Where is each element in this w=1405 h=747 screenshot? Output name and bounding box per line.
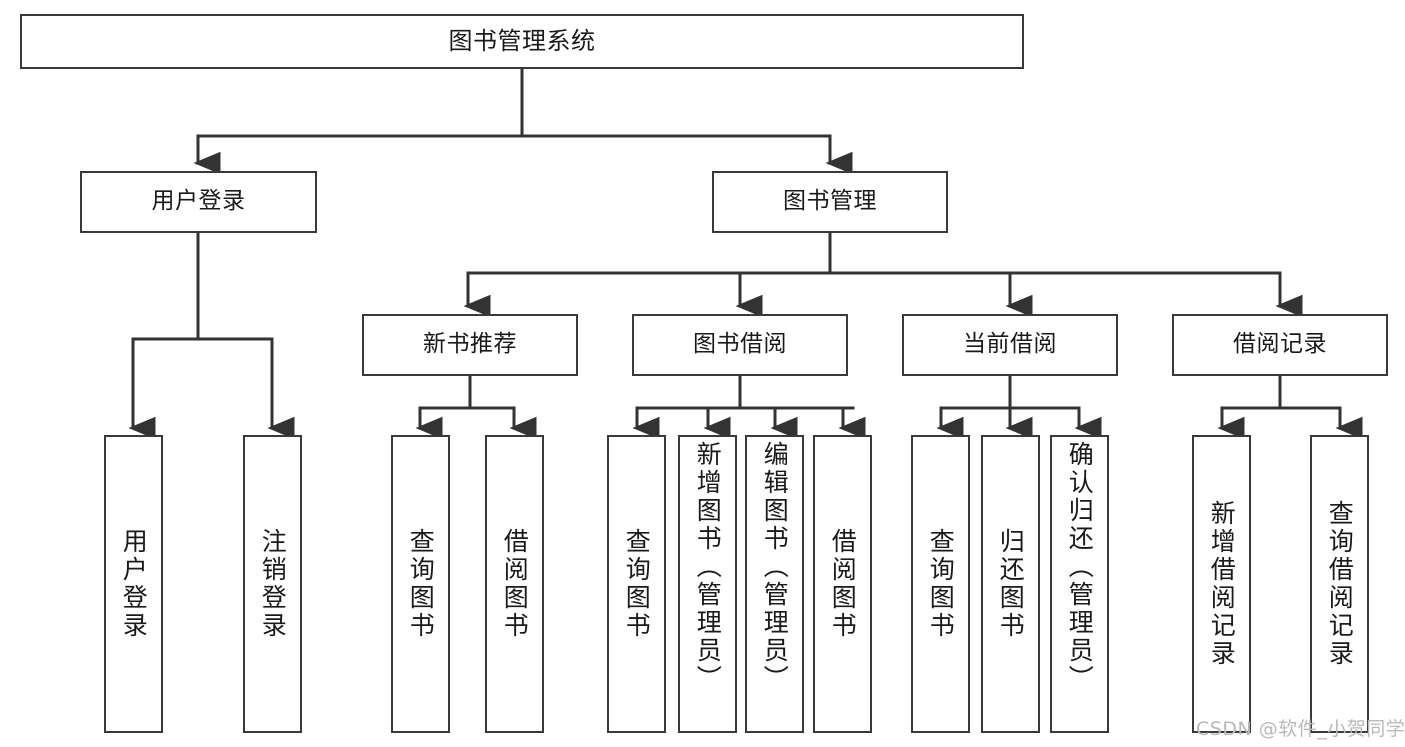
leaf-edit-book-label: 编辑图书（管理员）: [760, 441, 790, 693]
leaf-confirm-return[interactable]: 确认归还（管理员）: [1050, 435, 1109, 733]
node-current-borrow-label: 当前借阅: [963, 331, 1057, 358]
node-book-management-label: 图书管理: [783, 188, 877, 215]
leaf-logout-login[interactable]: 注销登录: [243, 435, 302, 733]
leaf-add-book[interactable]: 新增图书（管理员）: [678, 435, 737, 733]
node-user-login[interactable]: 用户登录: [80, 171, 317, 233]
leaf-confirm-return-label: 确认归还（管理员）: [1065, 441, 1095, 693]
node-borrow-record[interactable]: 借阅记录: [1172, 314, 1388, 376]
leaf-query-book-1[interactable]: 查询图书: [391, 435, 450, 733]
node-book-borrow-label: 图书借阅: [693, 331, 787, 358]
leaf-query-book-2-label: 查询图书: [622, 528, 652, 640]
node-root[interactable]: 图书管理系统: [20, 14, 1024, 69]
leaf-borrow-book-2[interactable]: 借阅图书: [813, 435, 872, 733]
node-current-borrow[interactable]: 当前借阅: [902, 314, 1118, 376]
leaf-edit-book[interactable]: 编辑图书（管理员）: [745, 435, 804, 733]
leaf-user-login[interactable]: 用户登录: [104, 435, 163, 733]
leaf-return-book-label: 归还图书: [996, 528, 1026, 640]
node-new-book-recommend[interactable]: 新书推荐: [362, 314, 578, 376]
leaf-logout-login-label: 注销登录: [258, 528, 288, 640]
csdn-watermark: CSDN @软件_小贺同学: [1196, 718, 1405, 740]
leaf-query-book-1-label: 查询图书: [406, 528, 436, 640]
leaf-borrow-book-1-label: 借阅图书: [500, 528, 530, 640]
leaf-return-book[interactable]: 归还图书: [981, 435, 1040, 733]
leaf-borrow-book-1[interactable]: 借阅图书: [485, 435, 544, 733]
leaf-user-login-label: 用户登录: [119, 528, 149, 640]
leaf-query-book-3[interactable]: 查询图书: [911, 435, 970, 733]
node-book-management[interactable]: 图书管理: [712, 171, 948, 233]
leaf-query-book-2[interactable]: 查询图书: [607, 435, 666, 733]
leaf-query-record[interactable]: 查询借阅记录: [1310, 435, 1369, 733]
leaf-add-book-label: 新增图书（管理员）: [693, 441, 723, 693]
node-new-book-recommend-label: 新书推荐: [423, 331, 517, 358]
leaf-add-record[interactable]: 新增借阅记录: [1192, 435, 1251, 733]
leaf-add-record-label: 新增借阅记录: [1207, 500, 1237, 668]
leaf-borrow-book-2-label: 借阅图书: [828, 528, 858, 640]
leaf-query-book-3-label: 查询图书: [926, 528, 956, 640]
node-borrow-record-label: 借阅记录: [1233, 331, 1327, 358]
node-book-borrow[interactable]: 图书借阅: [632, 314, 848, 376]
node-user-login-label: 用户登录: [151, 188, 246, 215]
node-root-label: 图书管理系统: [448, 27, 596, 56]
leaf-query-record-label: 查询借阅记录: [1325, 500, 1355, 668]
